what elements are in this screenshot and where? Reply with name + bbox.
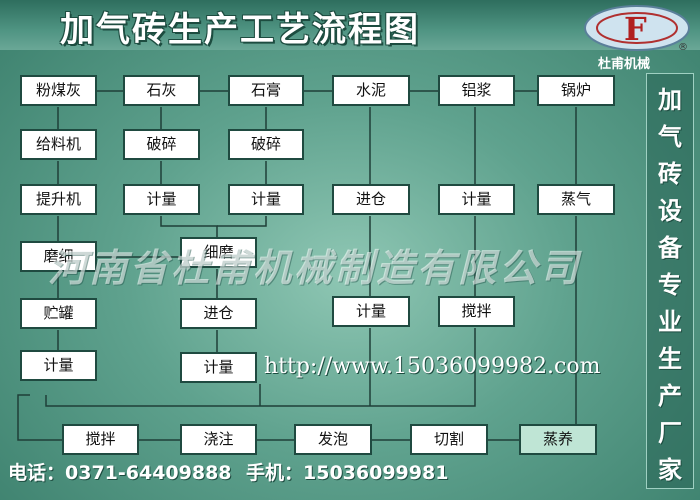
box-silo-2: 进仓 xyxy=(180,298,257,329)
footer-mobile: 手机：15036099981 xyxy=(246,462,449,484)
box-cement: 水泥 xyxy=(332,75,410,106)
side-char: 备 xyxy=(658,234,682,262)
connector-line xyxy=(17,394,62,441)
box-lime: 石灰 xyxy=(123,75,200,106)
box-gypsum-meter: 计量 xyxy=(228,184,304,215)
box-pour: 浇注 xyxy=(180,424,257,455)
side-char: 业 xyxy=(658,308,682,336)
side-char: 家 xyxy=(658,456,682,484)
company-logo-icon: F ® xyxy=(584,5,690,53)
connector-line xyxy=(160,216,218,237)
box-al-meter: 计量 xyxy=(438,184,515,215)
box-steam: 蒸气 xyxy=(537,184,615,215)
box-ash-meter: 计量 xyxy=(20,350,97,381)
box-cement-meter: 计量 xyxy=(332,296,410,327)
side-char: 厂 xyxy=(658,419,682,447)
box-cement-silo: 进仓 xyxy=(332,184,410,215)
registered-mark: ® xyxy=(678,42,688,53)
side-char: 产 xyxy=(658,382,682,410)
box-elevator: 提升机 xyxy=(20,184,97,215)
box-cut: 切割 xyxy=(410,424,488,455)
box-boiler: 锅炉 xyxy=(537,75,615,106)
box-gypsum-crush: 破碎 xyxy=(228,129,304,160)
company-watermark: 河南省杜甫机械制造有限公司 xyxy=(48,246,582,290)
logo-text: 杜甫机械 xyxy=(598,57,651,72)
logo-letter: F xyxy=(624,10,647,48)
side-char: 设 xyxy=(658,197,682,225)
box-foam: 发泡 xyxy=(294,424,372,455)
side-char: 加 xyxy=(658,86,682,114)
box-cure: 蒸养 xyxy=(519,424,597,455)
box-stir: 搅拌 xyxy=(62,424,139,455)
box-meter-mid: 计量 xyxy=(180,352,257,383)
side-char: 生 xyxy=(658,345,682,373)
website-url: http://www.15036099982.com xyxy=(264,354,601,379)
title-bar xyxy=(0,0,700,50)
box-stir-al: 搅拌 xyxy=(438,296,515,327)
box-fine-grind: 细磨 xyxy=(180,237,257,268)
connector-line xyxy=(217,216,267,227)
side-char: 气 xyxy=(658,123,682,151)
box-grind-left: 磨细 xyxy=(20,241,97,272)
side-char: 砖 xyxy=(658,160,682,188)
page-title: 加气砖生产工艺流程图 xyxy=(60,10,420,50)
box-tank: 贮罐 xyxy=(20,298,97,329)
box-lime-meter: 计量 xyxy=(123,184,200,215)
box-fly-ash: 粉煤灰 xyxy=(20,75,97,106)
side-char: 专 xyxy=(658,271,682,299)
side-panel: 加 气 砖 设 备 专 业 生 产 厂 家 xyxy=(646,73,694,489)
box-gypsum: 石膏 xyxy=(228,75,304,106)
footer-phone: 电话：0371-64409888 xyxy=(8,462,232,484)
box-lime-crush: 破碎 xyxy=(123,129,200,160)
box-aluminum-paste: 铝浆 xyxy=(438,75,515,106)
box-feeder: 给料机 xyxy=(20,129,97,160)
